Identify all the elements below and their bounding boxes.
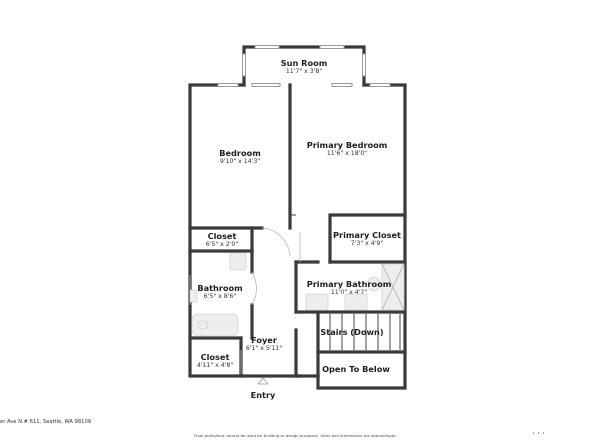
entry-arrow-icon xyxy=(257,377,269,385)
room-label-closet: Closet 6'5" x 2'0" xyxy=(205,231,239,249)
room-name: Closet xyxy=(200,352,230,362)
room-label-open-to-below: Open To Below xyxy=(322,364,390,374)
room-name: Primary Bathroom xyxy=(306,279,392,289)
room-dimensions: 11'0" x 4'7" xyxy=(330,289,368,297)
room-dimensions: 7'3" x 4'9" xyxy=(350,240,384,248)
room-name: Bathroom xyxy=(197,283,243,293)
entry-label: Entry xyxy=(250,390,276,400)
sun-room-walls xyxy=(242,45,366,87)
disclaimer-text: Floor plans/tour cannot be used for buil… xyxy=(194,433,397,438)
room-name: Open To Below xyxy=(322,364,390,374)
outer-walls xyxy=(188,83,407,390)
room-name: Stairs (Down) xyxy=(320,327,384,337)
room-label-bathroom: Bathroom 6'5" x 8'6" xyxy=(197,283,243,301)
room-name: Foyer xyxy=(251,335,277,345)
room-dimensions: 11'7" x 3'8" xyxy=(285,68,323,76)
room-name: Sun Room xyxy=(280,58,328,68)
room-label-stairs: Stairs (Down) xyxy=(320,327,384,337)
address-text: er Ave N # 611, Seattle, WA 98109 xyxy=(0,419,92,425)
brand-mark: · · · xyxy=(532,429,545,438)
room-label-bedroom: Bedroom 9'10" x 14'3" xyxy=(219,148,261,166)
room-name: Primary Closet xyxy=(333,230,401,240)
room-name: Primary Bedroom xyxy=(306,140,388,150)
room-label-primary-bathroom: Primary Bathroom 11'0" x 4'7" xyxy=(306,279,392,297)
room-name: Closet xyxy=(207,231,237,241)
room-dimensions: 9'10" x 14'3" xyxy=(219,158,261,166)
room-dimensions: 6'5" x 2'0" xyxy=(205,241,239,249)
room-dimensions: 6'5" x 8'6" xyxy=(203,293,237,301)
room-label-primary-closet: Primary Closet 7'3" x 4'9" xyxy=(333,230,401,248)
room-label-primary-bedroom: Primary Bedroom 11'6" x 18'0" xyxy=(306,140,388,158)
room-dimensions: 6'1" x 5'11" xyxy=(245,345,283,353)
room-dimensions: 11'6" x 18'0" xyxy=(326,150,368,158)
stairs-treads xyxy=(329,314,401,350)
room-dimensions: 4'11" x 4'8" xyxy=(196,362,234,370)
fixtures xyxy=(189,252,405,337)
room-name: Bedroom xyxy=(219,148,261,158)
room-label-closet-2: Closet 4'11" x 4'8" xyxy=(196,352,234,370)
room-label-sun-room: Sun Room 11'7" x 3'8" xyxy=(280,58,328,76)
room-label-foyer: Foyer 6'1" x 5'11" xyxy=(245,335,283,353)
